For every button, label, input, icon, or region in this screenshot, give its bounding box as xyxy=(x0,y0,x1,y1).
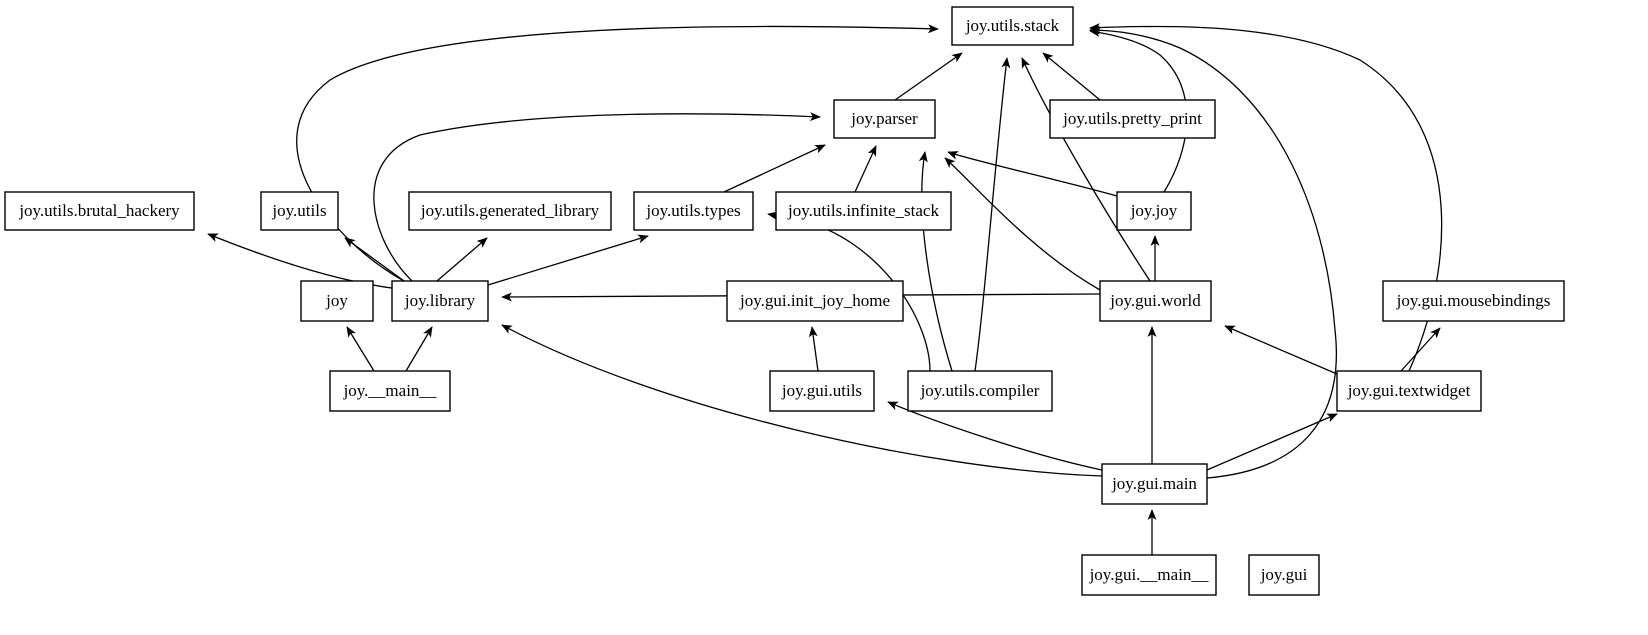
edge-joy-gui-utils-to-joy-gui-init-joy-home xyxy=(808,326,819,372)
edge-joy-utils-types-to-joy-parser xyxy=(723,144,826,193)
edge-joy-gui-main-to-joy-gui-textwidget xyxy=(1206,413,1338,471)
edge-joy-utils-compiler-to-joy-utils-stack xyxy=(974,57,1011,372)
node-label: joy.gui.main xyxy=(1111,474,1197,493)
node-joy-utils-generated-library[interactable]: joy.utils.generated_library xyxy=(408,191,612,231)
node-label: joy xyxy=(325,291,348,310)
node-label: joy.utils.generated_library xyxy=(420,201,600,220)
node-joy-utils-brutal-hackery[interactable]: joy.utils.brutal_hackery xyxy=(4,191,195,231)
node-joy-utils-types[interactable]: joy.utils.types xyxy=(633,191,754,231)
node-label: joy.library xyxy=(404,291,476,310)
edge-joy-gui-world-to-joy-utils-stack xyxy=(1021,57,1151,282)
node-label: joy.utils.stack xyxy=(965,16,1060,35)
edge-joy-utils-pretty-print-to-joy-utils-stack xyxy=(1042,52,1101,101)
edge-joy-library-to-joy-parser xyxy=(373,112,821,282)
node-joy-gui-utils[interactable]: joy.gui.utils xyxy=(769,370,875,412)
edge-joy-gui-textwidget-to-joy-utils-stack xyxy=(1089,23,1443,372)
edge-joy-utils-compiler-to-joy-parser xyxy=(918,151,953,372)
edge-joy-gui-textwidget-to-joy-gui-mousebindings xyxy=(1400,327,1441,372)
node-label: joy.parser xyxy=(850,109,918,128)
node-joy-utils[interactable]: joy.utils xyxy=(260,191,339,231)
edge-joy-gui-main-to-joy-utils-stack xyxy=(1089,25,1337,479)
node-joy-main-module[interactable]: joy.__main__ xyxy=(329,370,451,412)
node-joy-parser[interactable]: joy.parser xyxy=(833,99,936,139)
node-joy-joy[interactable]: joy.joy xyxy=(1116,191,1192,231)
edge-joy-parser-to-joy-utils-stack xyxy=(894,52,963,101)
node-joy-utils-stack[interactable]: joy.utils.stack xyxy=(951,6,1074,46)
edge-joy-gui-world-to-joy-parser xyxy=(944,157,1101,291)
node-label: joy.utils.brutal_hackery xyxy=(18,201,180,220)
node-label: joy.gui xyxy=(1260,565,1308,584)
node-label: joy.utils.pretty_print xyxy=(1062,109,1202,128)
node-joy-utils-compiler[interactable]: joy.utils.compiler xyxy=(907,370,1053,412)
node-joy-gui-init-joy-home[interactable]: joy.gui.init_joy_home xyxy=(726,280,904,322)
node-label: joy.gui.world xyxy=(1109,291,1201,310)
node-joy-gui-world[interactable]: joy.gui.world xyxy=(1099,280,1212,322)
edge-joy-library-to-joy-utils-brutal-hackery xyxy=(207,233,393,289)
node-label: joy.utils.types xyxy=(645,201,740,220)
node-label: joy.gui.mousebindings xyxy=(1396,291,1551,310)
edge-joy-joy-to-joy-parser xyxy=(947,151,1118,197)
edge-joy-library-to-joy-utils-types xyxy=(487,234,649,286)
edge-joy-main-to-joy-library xyxy=(405,326,433,372)
edge-joy-joy-to-joy-utils-stack xyxy=(1089,28,1188,193)
node-joy-gui-main[interactable]: joy.gui.main xyxy=(1101,463,1208,505)
node-label: joy.gui.__main__ xyxy=(1089,565,1209,584)
edge-joy-library-to-joy-utils-stack xyxy=(296,24,939,282)
nodes-layer: joy.utils.stack joy.parser joy.utils.pre… xyxy=(4,6,1565,596)
node-joy-utils-pretty-print[interactable]: joy.utils.pretty_print xyxy=(1049,99,1216,139)
node-joy-gui-textwidget[interactable]: joy.gui.textwidget xyxy=(1336,370,1482,412)
edge-joy-utils-infinite-stack-to-joy-parser xyxy=(854,145,877,193)
node-joy-library[interactable]: joy.library xyxy=(391,280,489,322)
node-joy-utils-infinite-stack[interactable]: joy.utils.infinite_stack xyxy=(775,191,952,231)
node-label: joy.__main__ xyxy=(343,381,437,400)
node-joy[interactable]: joy xyxy=(300,280,374,322)
node-joy-gui[interactable]: joy.gui xyxy=(1248,554,1320,596)
edge-joy-gui-main-to-joy-library xyxy=(501,324,1103,477)
edge-joy-gui-textwidget-to-joy-gui-world xyxy=(1224,325,1338,375)
edges-layer xyxy=(207,23,1443,555)
node-label: joy.gui.init_joy_home xyxy=(739,291,890,310)
node-label: joy.gui.utils xyxy=(781,381,862,400)
edge-joy-gui-main-to-joy-gui-utils xyxy=(887,401,1103,471)
node-label: joy.gui.textwidget xyxy=(1347,381,1471,400)
node-label: joy.joy xyxy=(1130,201,1178,220)
node-label: joy.utils.infinite_stack xyxy=(787,201,939,220)
node-joy-gui-mousebindings[interactable]: joy.gui.mousebindings xyxy=(1382,280,1565,322)
edge-joy-library-to-joy-utils-generated-library xyxy=(436,237,488,282)
node-label: joy.utils.compiler xyxy=(920,381,1040,400)
node-label: joy.utils xyxy=(271,201,326,220)
edge-joy-library-to-joy-utils xyxy=(344,237,405,282)
edge-joy-main-to-joy xyxy=(346,326,375,372)
node-joy-gui-main-module[interactable]: joy.gui.__main__ xyxy=(1081,554,1217,596)
